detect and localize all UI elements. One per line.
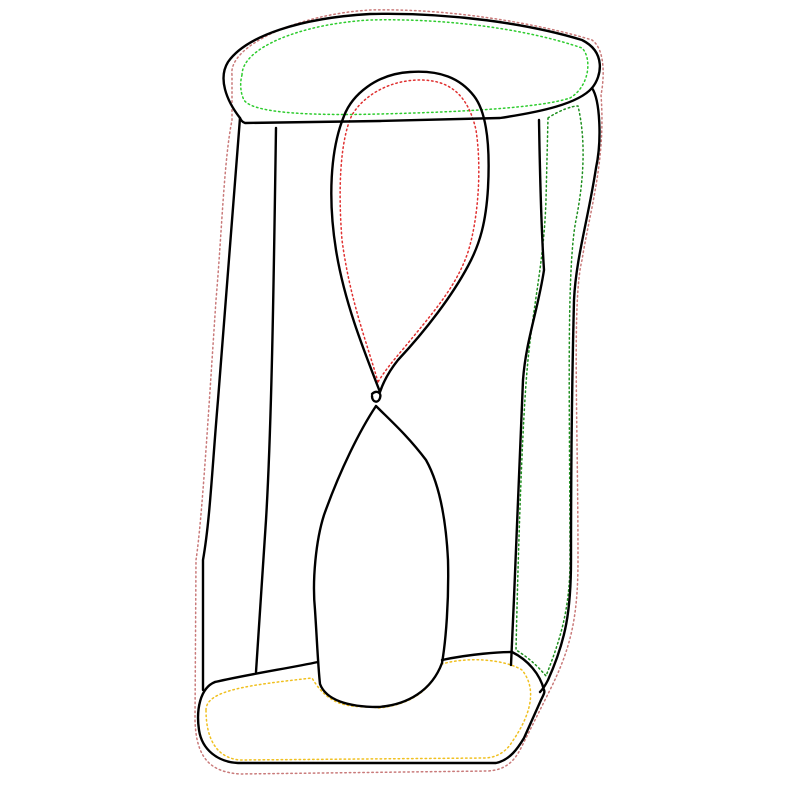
lower-bulb (314, 406, 448, 707)
top-cap-outline (224, 14, 600, 123)
upper-bulb-trace (340, 80, 479, 382)
bottom-base-front (198, 682, 544, 763)
neck-knot (372, 392, 380, 402)
left-inner-edge (256, 128, 276, 672)
right-inner-edge (511, 120, 544, 665)
top-cap-trace (241, 20, 588, 115)
left-outer-edge (203, 118, 240, 690)
right-outer-edge (540, 88, 599, 692)
